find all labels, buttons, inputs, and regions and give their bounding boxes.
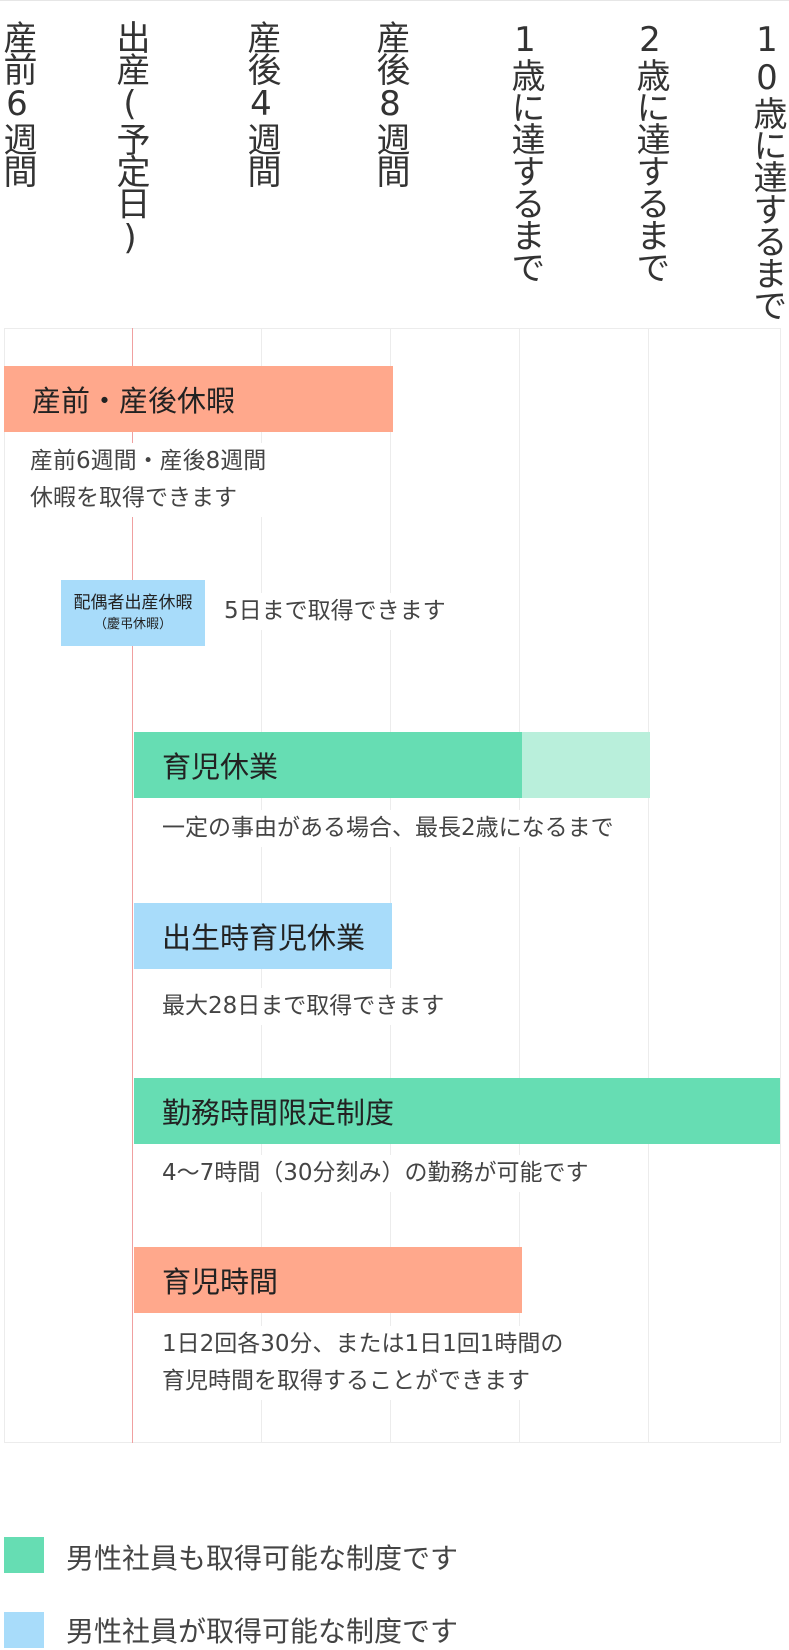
maternity-desc-line2: 休暇を取得できます	[30, 485, 237, 511]
birth-date-line	[132, 328, 133, 1443]
legend-swatch-green	[4, 1537, 44, 1573]
spouse-leave-description: 5日まで取得できます	[224, 593, 452, 630]
legend-swatch-blue	[4, 1612, 44, 1648]
grid-line	[261, 328, 262, 1443]
column-label-age-2: 2歳に達するまで	[630, 20, 670, 282]
timeline-chart	[4, 328, 781, 1443]
childcare-time-desc-line1: 1日2回各30分、または1日1回1時間の	[162, 1331, 564, 1357]
maternity-leave-bar: 産前・産後休暇	[4, 366, 393, 432]
childcare-leave-description: 一定の事由がある場合、最長2歳になるまで	[162, 810, 620, 847]
childcare-time-description: 1日2回各30分、または1日1回1時間の 育児時間を取得することができます	[162, 1326, 570, 1400]
column-label-age-1: 1歳に達するまで	[505, 20, 545, 282]
childcare-leave-title: 育児休業	[162, 750, 279, 784]
birth-childcare-leave-description: 最大28日まで取得できます	[162, 988, 451, 1025]
column-label-postnatal-4w: 産後4週間	[241, 20, 281, 186]
childcare-leave-extension-bar	[522, 732, 650, 798]
short-time-work-title: 勤務時間限定制度	[162, 1096, 395, 1130]
timeline-header	[0, 0, 789, 328]
maternity-leave-description: 産前6週間・産後8週間 休暇を取得できます	[30, 443, 273, 517]
maternity-desc-line1: 産前6週間・産後8週間	[30, 448, 267, 474]
spouse-box-label: 配偶者出産休暇	[73, 593, 193, 613]
legend-text-blue: 男性社員が取得可能な制度です	[66, 1615, 459, 1648]
column-label-age-10: 10歳に達するまで	[747, 20, 787, 320]
column-label-postnatal-8w: 産後8週間	[370, 20, 410, 186]
header-top-border	[0, 0, 789, 1]
birth-childcare-leave-bar: 出生時育児休業	[134, 903, 392, 969]
spouse-birth-leave-box: 配偶者出産休暇 （慶弔休暇）	[61, 580, 205, 646]
birth-childcare-leave-title: 出生時育児休業	[162, 921, 366, 955]
spouse-box-sublabel: （慶弔休暇）	[93, 617, 172, 632]
column-label-birth: 出産(予定日)	[110, 20, 150, 256]
grid-line	[519, 328, 520, 1443]
legend-text-green: 男性社員も取得可能な制度です	[66, 1542, 459, 1575]
grid-line	[390, 328, 391, 1443]
grid-line	[648, 328, 649, 1443]
childcare-time-desc-line2: 育児時間を取得することができます	[162, 1368, 530, 1394]
maternity-leave-title: 産前・産後休暇	[32, 384, 236, 418]
column-label-prenatal-6w: 産前6週間	[0, 20, 37, 186]
short-time-work-description: 4〜7時間（30分刻み）の勤務が可能です	[162, 1155, 595, 1192]
childcare-leave-bar: 育児休業	[134, 732, 522, 798]
childcare-time-bar: 育児時間	[134, 1247, 522, 1313]
childcare-time-title: 育児時間	[162, 1265, 279, 1299]
short-time-work-bar: 勤務時間限定制度	[134, 1078, 780, 1144]
